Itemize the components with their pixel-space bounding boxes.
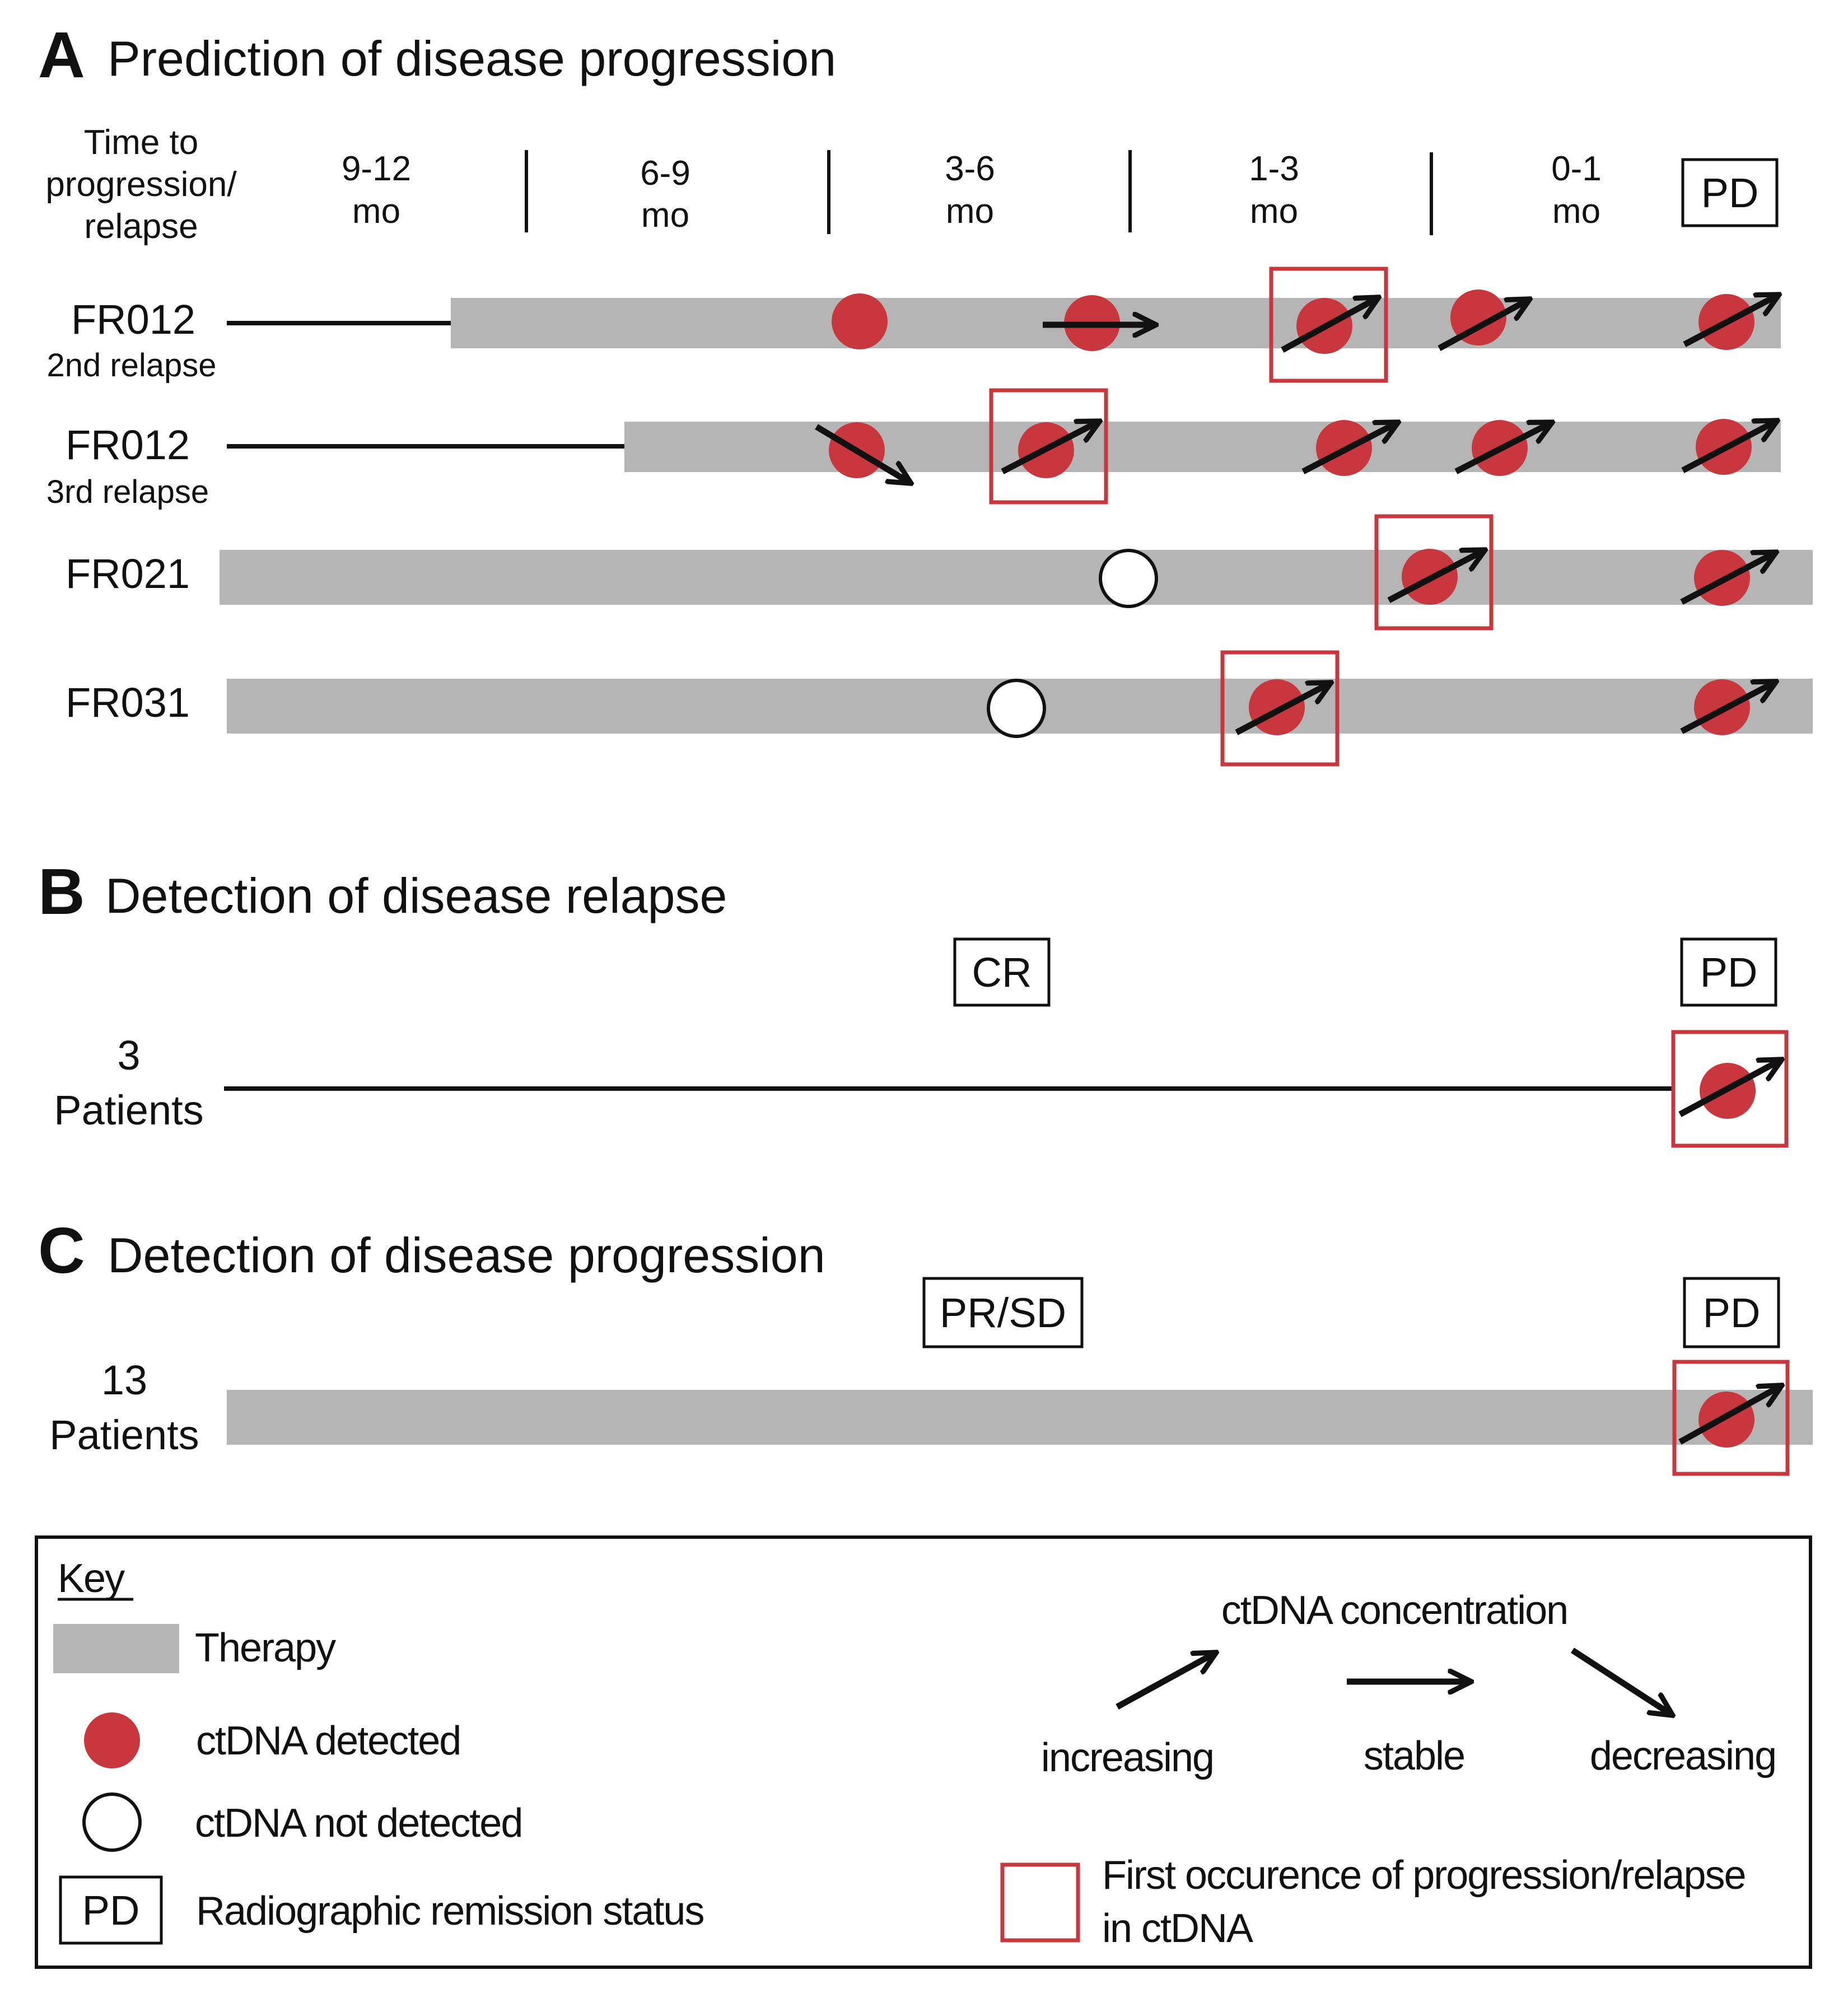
patient-row-fr012-3rd-relapse: FR012 3rd relapse	[46, 388, 1781, 510]
status-box-pr-sd-label: PR/SD	[940, 1290, 1066, 1336]
panel-c-title: Detection of disease progression	[108, 1227, 825, 1283]
increasing-arrow-icon	[1387, 550, 1484, 603]
key-status-box-label: PD	[82, 1887, 140, 1934]
key-first-occurrence-line1: First occurence of progression/relapse	[1102, 1853, 1746, 1898]
first-occurrence-box	[1671, 1030, 1789, 1148]
time-bin-1-3-unit: mo	[1250, 192, 1298, 231]
key-not-detected-label: ctDNA not detected	[195, 1801, 522, 1846]
key-increasing-arrow-icon	[1116, 1653, 1215, 1710]
panel-c-letter: C	[38, 1214, 85, 1287]
patient-row-fr012-2nd-relapse: FR012 2nd relapse	[46, 267, 1781, 384]
header-label-line3: relapse	[84, 207, 198, 246]
key-increasing-label: increasing	[1041, 1735, 1214, 1780]
increasing-arrow-icon	[1301, 423, 1397, 474]
row-label: FR021	[66, 550, 190, 597]
status-box-cr-label: CR	[972, 949, 1032, 996]
key-stable-label: stable	[1364, 1734, 1464, 1778]
key-not-detected-dot	[82, 1792, 142, 1852]
ctdna-detected-dot	[1249, 679, 1305, 735]
time-bin-3-6-range: 3-6	[945, 150, 995, 188]
key-therapy-swatch	[53, 1624, 179, 1673]
increasing-arrow-icon	[1281, 298, 1378, 353]
first-occurrence-box	[1672, 1360, 1790, 1476]
therapy-bar	[220, 550, 1813, 605]
increasing-arrow-icon	[1681, 421, 1776, 473]
status-box-pr-sd	[922, 1277, 1084, 1348]
key-detected-dot	[84, 1712, 140, 1768]
panel-a: A Prediction of disease progression Time…	[38, 18, 1813, 767]
key-title: Key	[58, 1556, 125, 1601]
key-therapy-label: Therapy	[195, 1626, 336, 1670]
time-bin-1-3-range: 1-3	[1249, 150, 1299, 188]
first-occurrence-box	[1374, 514, 1494, 631]
time-bin-9-12-unit: mo	[352, 192, 400, 231]
time-bin-0-1-unit: mo	[1552, 192, 1600, 231]
increasing-arrow-icon	[1678, 1386, 1781, 1445]
status-box-pd-label: PD	[1701, 170, 1759, 216]
decreasing-arrow-icon	[815, 424, 910, 483]
increasing-arrow-icon	[1680, 682, 1775, 734]
first-occurrence-box	[989, 388, 1108, 505]
status-box-cr	[953, 937, 1051, 1007]
increasing-arrow-icon	[1438, 300, 1529, 351]
patient-count-unit: Patients	[49, 1412, 199, 1458]
key-concentration-title: ctDNA concentration	[1221, 1588, 1567, 1633]
key-decreasing-label: decreasing	[1590, 1734, 1776, 1778]
time-bin-6-9-unit: mo	[641, 196, 689, 235]
row-label: FR031	[66, 679, 190, 726]
ctdna-detected-dot	[832, 293, 888, 349]
ctdna-not-detected-dot	[1099, 549, 1158, 608]
ctdna-not-detected-dot	[987, 679, 1046, 738]
increasing-arrow-icon	[1001, 422, 1099, 474]
first-occurrence-box	[1269, 267, 1388, 383]
panel-a-letter: A	[38, 18, 85, 91]
first-occurrence-box	[1220, 650, 1340, 767]
panel-c: C Detection of disease progression PR/SD…	[38, 1214, 1813, 1476]
panel-b-title: Detection of disease relapse	[105, 868, 727, 923]
patient-row-fr021: FR021	[66, 514, 1813, 631]
time-bin-3-6-unit: mo	[946, 192, 994, 231]
time-bin-0-1-range: 0-1	[1551, 150, 1602, 188]
patient-count-unit: Patients	[54, 1087, 203, 1133]
time-bin-6-9-range: 6-9	[640, 154, 690, 193]
key-status-box	[59, 1875, 163, 1945]
panel-a-title: Prediction of disease progression	[108, 31, 836, 86]
header-label-line2: progression/	[45, 165, 237, 204]
status-box-pd	[1683, 1277, 1780, 1348]
key-legend: Key Therapy ctDNA detected ctDNA not det…	[35, 1535, 1812, 1969]
therapy-bar	[624, 422, 1781, 472]
patient-row-fr031: FR031	[66, 650, 1813, 767]
increasing-arrow-icon	[1683, 295, 1778, 347]
patient-count: 3	[117, 1032, 140, 1079]
increasing-arrow-icon	[1454, 423, 1551, 474]
key-frame	[35, 1535, 1812, 1969]
row-label: FR012	[66, 422, 190, 468]
status-box-pd	[1680, 937, 1777, 1007]
therapy-bar	[227, 1390, 1813, 1445]
row-label: FR012	[71, 296, 195, 343]
status-box-pd-label: PD	[1703, 1290, 1761, 1336]
key-decreasing-arrow-icon	[1571, 1647, 1672, 1715]
increasing-arrow-icon	[1680, 553, 1775, 605]
key-first-occurrence-box	[1000, 1862, 1080, 1943]
key-status-label: Radiographic remission status	[196, 1889, 703, 1934]
time-bin-9-12-range: 9-12	[342, 150, 411, 188]
row-sublabel: 3rd relapse	[46, 474, 209, 510]
panel-b: B Detection of disease relapse CR PD 3 P…	[38, 855, 1789, 1148]
increasing-arrow-icon	[1678, 1060, 1781, 1117]
row-sublabel: 2nd relapse	[46, 347, 216, 384]
status-box-pd	[1681, 158, 1779, 227]
key-detected-label: ctDNA detected	[196, 1719, 460, 1763]
header-label-line1: Time to	[84, 123, 198, 162]
panel-b-letter: B	[38, 855, 85, 928]
patient-count: 13	[101, 1357, 147, 1403]
time-axis-header: Time to progression/ relapse 9-12 mo 6-9…	[45, 123, 1779, 246]
status-box-pd-label: PD	[1700, 949, 1758, 996]
key-first-occurrence-line2: in ctDNA	[1102, 1906, 1253, 1951]
increasing-arrow-icon	[1235, 683, 1330, 735]
